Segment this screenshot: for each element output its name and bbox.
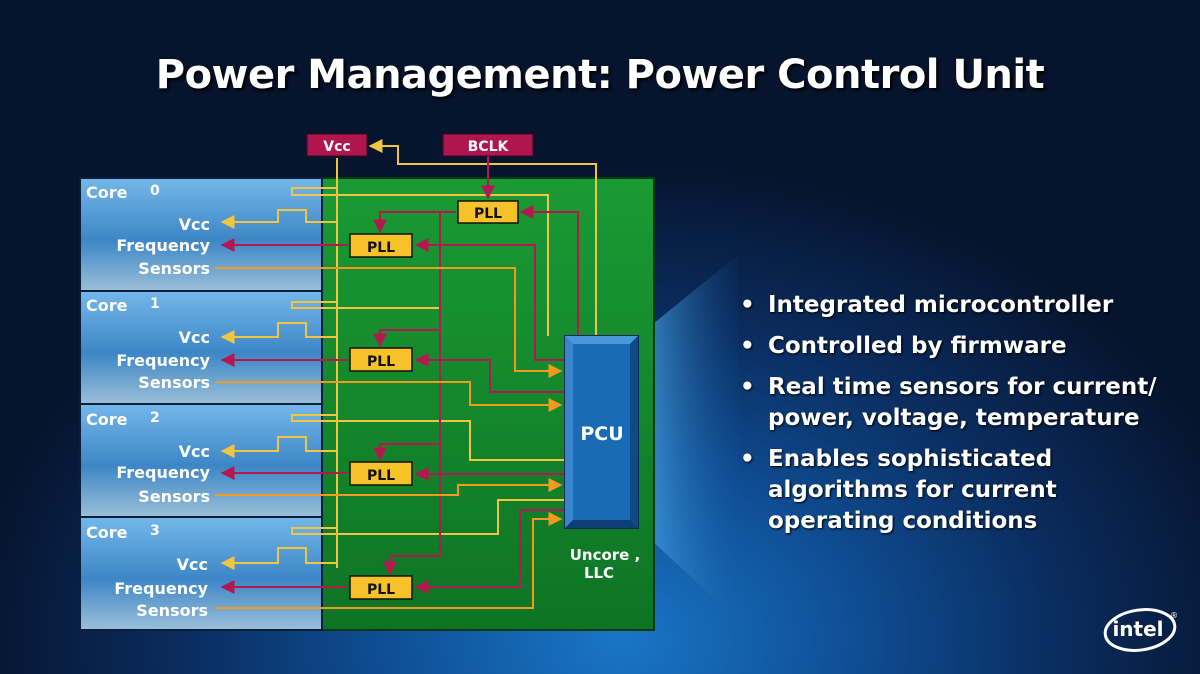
- pcu-to-master-pll-wire: [519, 205, 579, 336]
- core-name: Core: [86, 410, 128, 429]
- core-vcc-wires: [220, 187, 565, 570]
- core-index: 3: [150, 523, 160, 539]
- clock-trunk-wire: [383, 212, 441, 576]
- core-box-0: [79, 177, 323, 292]
- core-vcc-label: Vcc: [179, 442, 210, 461]
- core-name: Core: [86, 296, 128, 315]
- bclk-box: BCLK: [442, 133, 534, 157]
- core-sensors-label: Sensors: [136, 601, 208, 620]
- intel-logo: intel ®: [1103, 608, 1178, 652]
- core-labels-1: Core 1 Vcc Frequency Sensors: [86, 296, 211, 392]
- pll-box-core-0: PLL: [349, 233, 413, 258]
- slide-title: Power Management: Power Control Unit: [155, 52, 1045, 98]
- pll-box-core-1: PLL: [349, 347, 413, 372]
- bullet-item: Real time sensors for current/ power, vo…: [740, 372, 1160, 434]
- vcc-supply-box: Vcc: [306, 133, 368, 157]
- core-sensor-wires: [215, 267, 563, 609]
- core-frequency-label: Frequency: [114, 579, 208, 598]
- pcu-label: PCU: [580, 423, 623, 445]
- pll-box-master: PLL: [457, 200, 519, 224]
- core-frequency-wires: [220, 238, 348, 594]
- core-sensors-label: Sensors: [138, 487, 210, 506]
- core-vcc-label: Vcc: [179, 328, 210, 347]
- core-name: Core: [86, 183, 128, 202]
- pll-label: PLL: [367, 240, 395, 256]
- pcu-projection-beam: [638, 255, 738, 620]
- core-index: 0: [150, 183, 160, 199]
- core-frequency-label: Frequency: [116, 463, 210, 482]
- pcu-block: PCU: [564, 335, 639, 529]
- uncore-label-line2: LLC: [584, 564, 614, 582]
- pll-label: PLL: [367, 354, 395, 370]
- bullet-item: Controlled by firmware: [740, 331, 1160, 362]
- clock-distribution-wire: [373, 211, 456, 234]
- pll-box-core-2: PLL: [349, 461, 413, 486]
- pll-label: PLL: [474, 206, 502, 222]
- pcu-pll-control-wires: [414, 238, 565, 594]
- core-index: 2: [150, 410, 160, 426]
- intel-logo-mark: ®: [1170, 611, 1178, 620]
- core-frequency-label: Frequency: [116, 236, 210, 255]
- bullet-item: Integrated microcontroller: [740, 290, 1160, 321]
- uncore-label-line1: Uncore ,: [570, 546, 641, 564]
- core-frequency-label: Frequency: [116, 351, 210, 370]
- bclk-label: BCLK: [468, 139, 510, 155]
- core-box-3: [79, 516, 323, 631]
- vcc-feed-wire: [368, 139, 597, 336]
- core-labels-2: Core 2 Vcc Frequency Sensors: [86, 410, 211, 506]
- pll-label: PLL: [367, 582, 395, 598]
- pll-label: PLL: [367, 468, 395, 484]
- bullet-item: Enables sophisticated algorithms for cur…: [740, 444, 1160, 537]
- core-sensors-label: Sensors: [138, 259, 210, 278]
- pll-box-core-3: PLL: [349, 575, 413, 600]
- vcc-supply-label: Vcc: [323, 139, 350, 155]
- core-vcc-label: Vcc: [179, 215, 210, 234]
- core-labels-0: Core 0 Vcc Frequency Sensors: [86, 183, 211, 278]
- core-sensors-label: Sensors: [138, 373, 210, 392]
- intel-logo-text: intel: [1112, 617, 1163, 641]
- feature-bullet-list: Integrated microcontroller Controlled by…: [740, 290, 1160, 547]
- core-vcc-label: Vcc: [177, 555, 208, 574]
- core-labels-3: Core 3 Vcc Frequency Sensors: [86, 523, 209, 620]
- core-name: Core: [86, 523, 128, 542]
- core-index: 1: [150, 296, 160, 312]
